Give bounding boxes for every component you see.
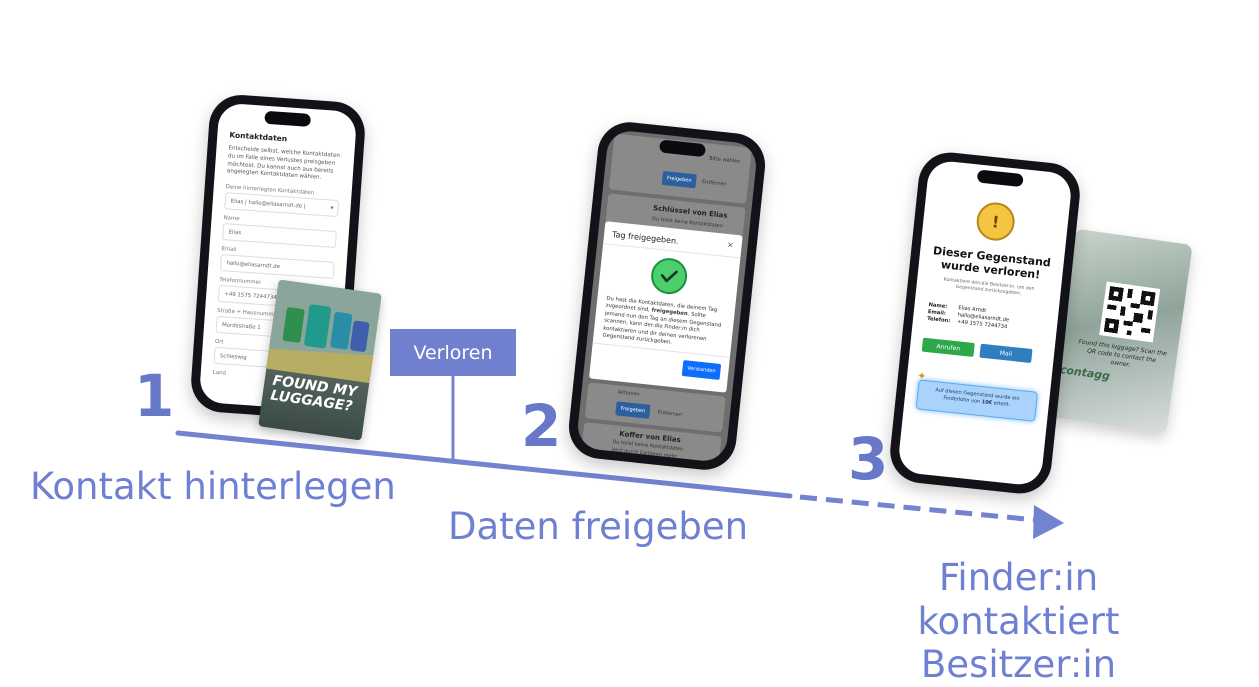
item-actions-text: Aktionen.: [617, 389, 642, 398]
call-button[interactable]: Anrufen: [921, 337, 975, 357]
card-brand: contagg: [1059, 362, 1111, 383]
timeline-arrowhead: [1033, 505, 1064, 539]
phone-screen: Bitte wählen Freigeben Entfernen Schlüss…: [575, 129, 759, 463]
phone-finder: ! Dieser Gegenstand wurde verloren! Kont…: [887, 149, 1083, 497]
edit-button[interactable]: Entfernen: [657, 409, 683, 419]
step-label-2: Daten freigeben: [448, 505, 749, 548]
timeline-solid-line: [175, 430, 793, 499]
verstanden-button[interactable]: Verstanden: [681, 360, 722, 380]
modal-title: Tag freigegeben.: [611, 229, 680, 246]
warning-icon: !: [974, 200, 1017, 243]
luggage-tag: FOUND MY LUGGAGE?: [258, 279, 382, 441]
mail-button[interactable]: Mail: [979, 343, 1033, 364]
contact-form-title: Kontaktdaten: [229, 130, 288, 144]
verloren-badge: Verloren: [390, 329, 516, 376]
step-label-3: Finder:in kontaktiert Besitzer:in: [917, 556, 1120, 687]
close-icon[interactable]: ×: [726, 240, 735, 250]
chevron-down-icon: ▾: [330, 204, 334, 213]
contact-form-intro: Entscheide selbst, welche Kontaktdaten d…: [226, 145, 341, 182]
modal-text: Du hast die Kontaktdaten, die deinem Tag…: [602, 295, 722, 346]
share-button[interactable]: Freigeben: [615, 401, 651, 419]
contact-select-value: Elias | hallo@eliasarndt.de |: [230, 198, 306, 210]
qr-tag-card: Found this luggage? Scan the QR code to …: [1049, 228, 1193, 434]
step-number-3: 3: [848, 425, 889, 493]
check-circle-icon: [649, 256, 689, 296]
step-label-1: Kontakt hinterlegen: [30, 465, 396, 508]
reward-box: Auf diesen Gegenstand wurde ein Finderlo…: [915, 379, 1039, 422]
luggage-photo-icon: [266, 279, 382, 384]
timeline-dashed-line: [799, 494, 1037, 523]
modal-dialog: Tag freigegeben. × Du hast die Kontaktda…: [588, 221, 743, 393]
lost-subtext: Kontaktiere den:die Besitzer:in, um den …: [943, 277, 1035, 298]
phone-freigabe: Bitte wählen Freigeben Entfernen Schlüss…: [565, 119, 769, 473]
item-top-action: Bitte wählen: [708, 155, 741, 165]
step-number-2: 2: [521, 392, 562, 460]
timeline: [175, 374, 1064, 539]
qr-code-icon: [1099, 281, 1161, 343]
step-number-1: 1: [134, 362, 175, 430]
share-button-top[interactable]: Freigeben: [661, 170, 697, 189]
edit-button-top[interactable]: Entfernen: [701, 179, 727, 188]
phone-screen: ! Dieser Gegenstand wurde verloren! Kont…: [896, 159, 1074, 487]
